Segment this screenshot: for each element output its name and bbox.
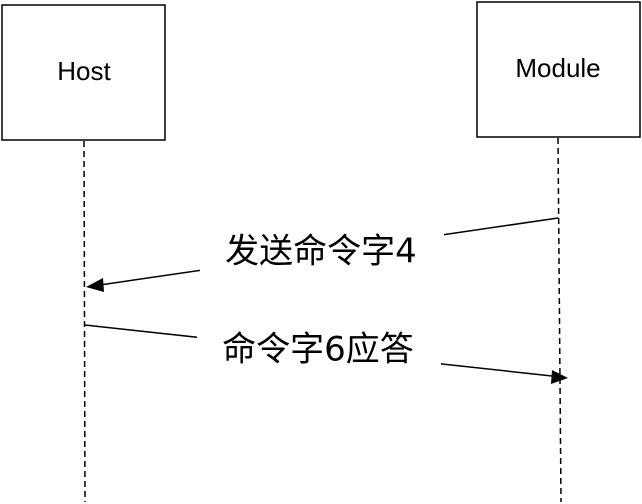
message-1: 发送命令字4	[86, 217, 559, 292]
message-2-arrowhead	[551, 370, 568, 384]
lifeline-module	[557, 137, 562, 503]
participant-host-label: Host	[57, 56, 111, 86]
message-1-label-bg	[200, 228, 444, 276]
message-2-label: 命令字6应答	[222, 330, 414, 370]
participant-module-label: Module	[515, 53, 600, 83]
participant-module-box	[476, 1, 641, 138]
message-2: 命令字6应答	[84, 324, 568, 384]
message-1-label: 发送命令字4	[225, 232, 417, 272]
participant-host: Host	[1, 4, 166, 141]
message-2-label-bg	[197, 327, 441, 375]
lifeline-host	[83, 140, 86, 503]
message-1-arrowhead	[86, 278, 104, 292]
participant-module: Module	[476, 1, 641, 138]
participant-host-box	[1, 4, 166, 141]
